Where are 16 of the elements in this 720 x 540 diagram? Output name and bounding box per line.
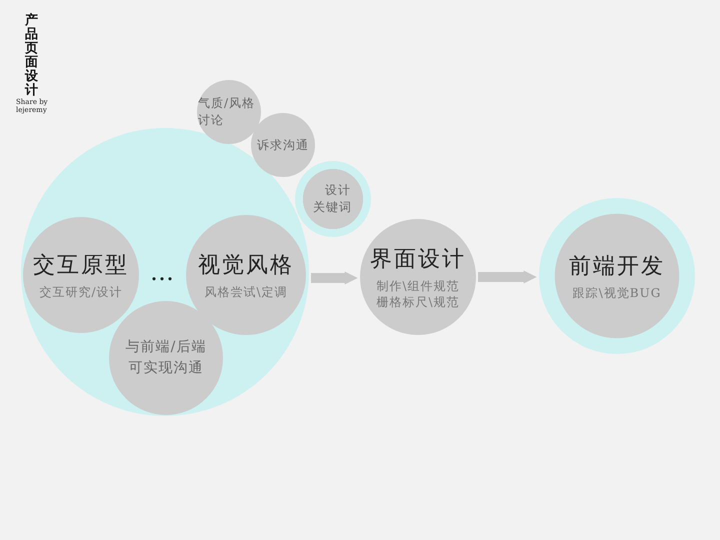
ellipsis: … — [150, 258, 174, 286]
node-text: 诉求沟通 — [256, 136, 310, 154]
node-subtitle: 跟踪\视觉BUG — [572, 285, 662, 301]
node-subtitle: 风格尝试\定调 — [204, 284, 288, 300]
node-title: 视觉风格 — [198, 252, 294, 280]
node-subtitle: 制作\组件规范栅格标尺\规范 — [375, 278, 461, 310]
arrow — [478, 270, 537, 284]
node-text: 与前端/后端可实现沟通 — [124, 338, 208, 378]
node-subtitle: 交互研究/设计 — [39, 284, 123, 300]
title: 产品页面设计 — [25, 14, 39, 98]
node-text: 气质/风格讨论 — [198, 95, 256, 129]
node-title: 前端开发 — [569, 253, 665, 281]
node-title: 界面设计 — [370, 246, 466, 274]
node-title: 交互原型 — [33, 252, 129, 280]
node-text: 设计关键词 — [313, 182, 353, 216]
arrow — [311, 272, 358, 284]
